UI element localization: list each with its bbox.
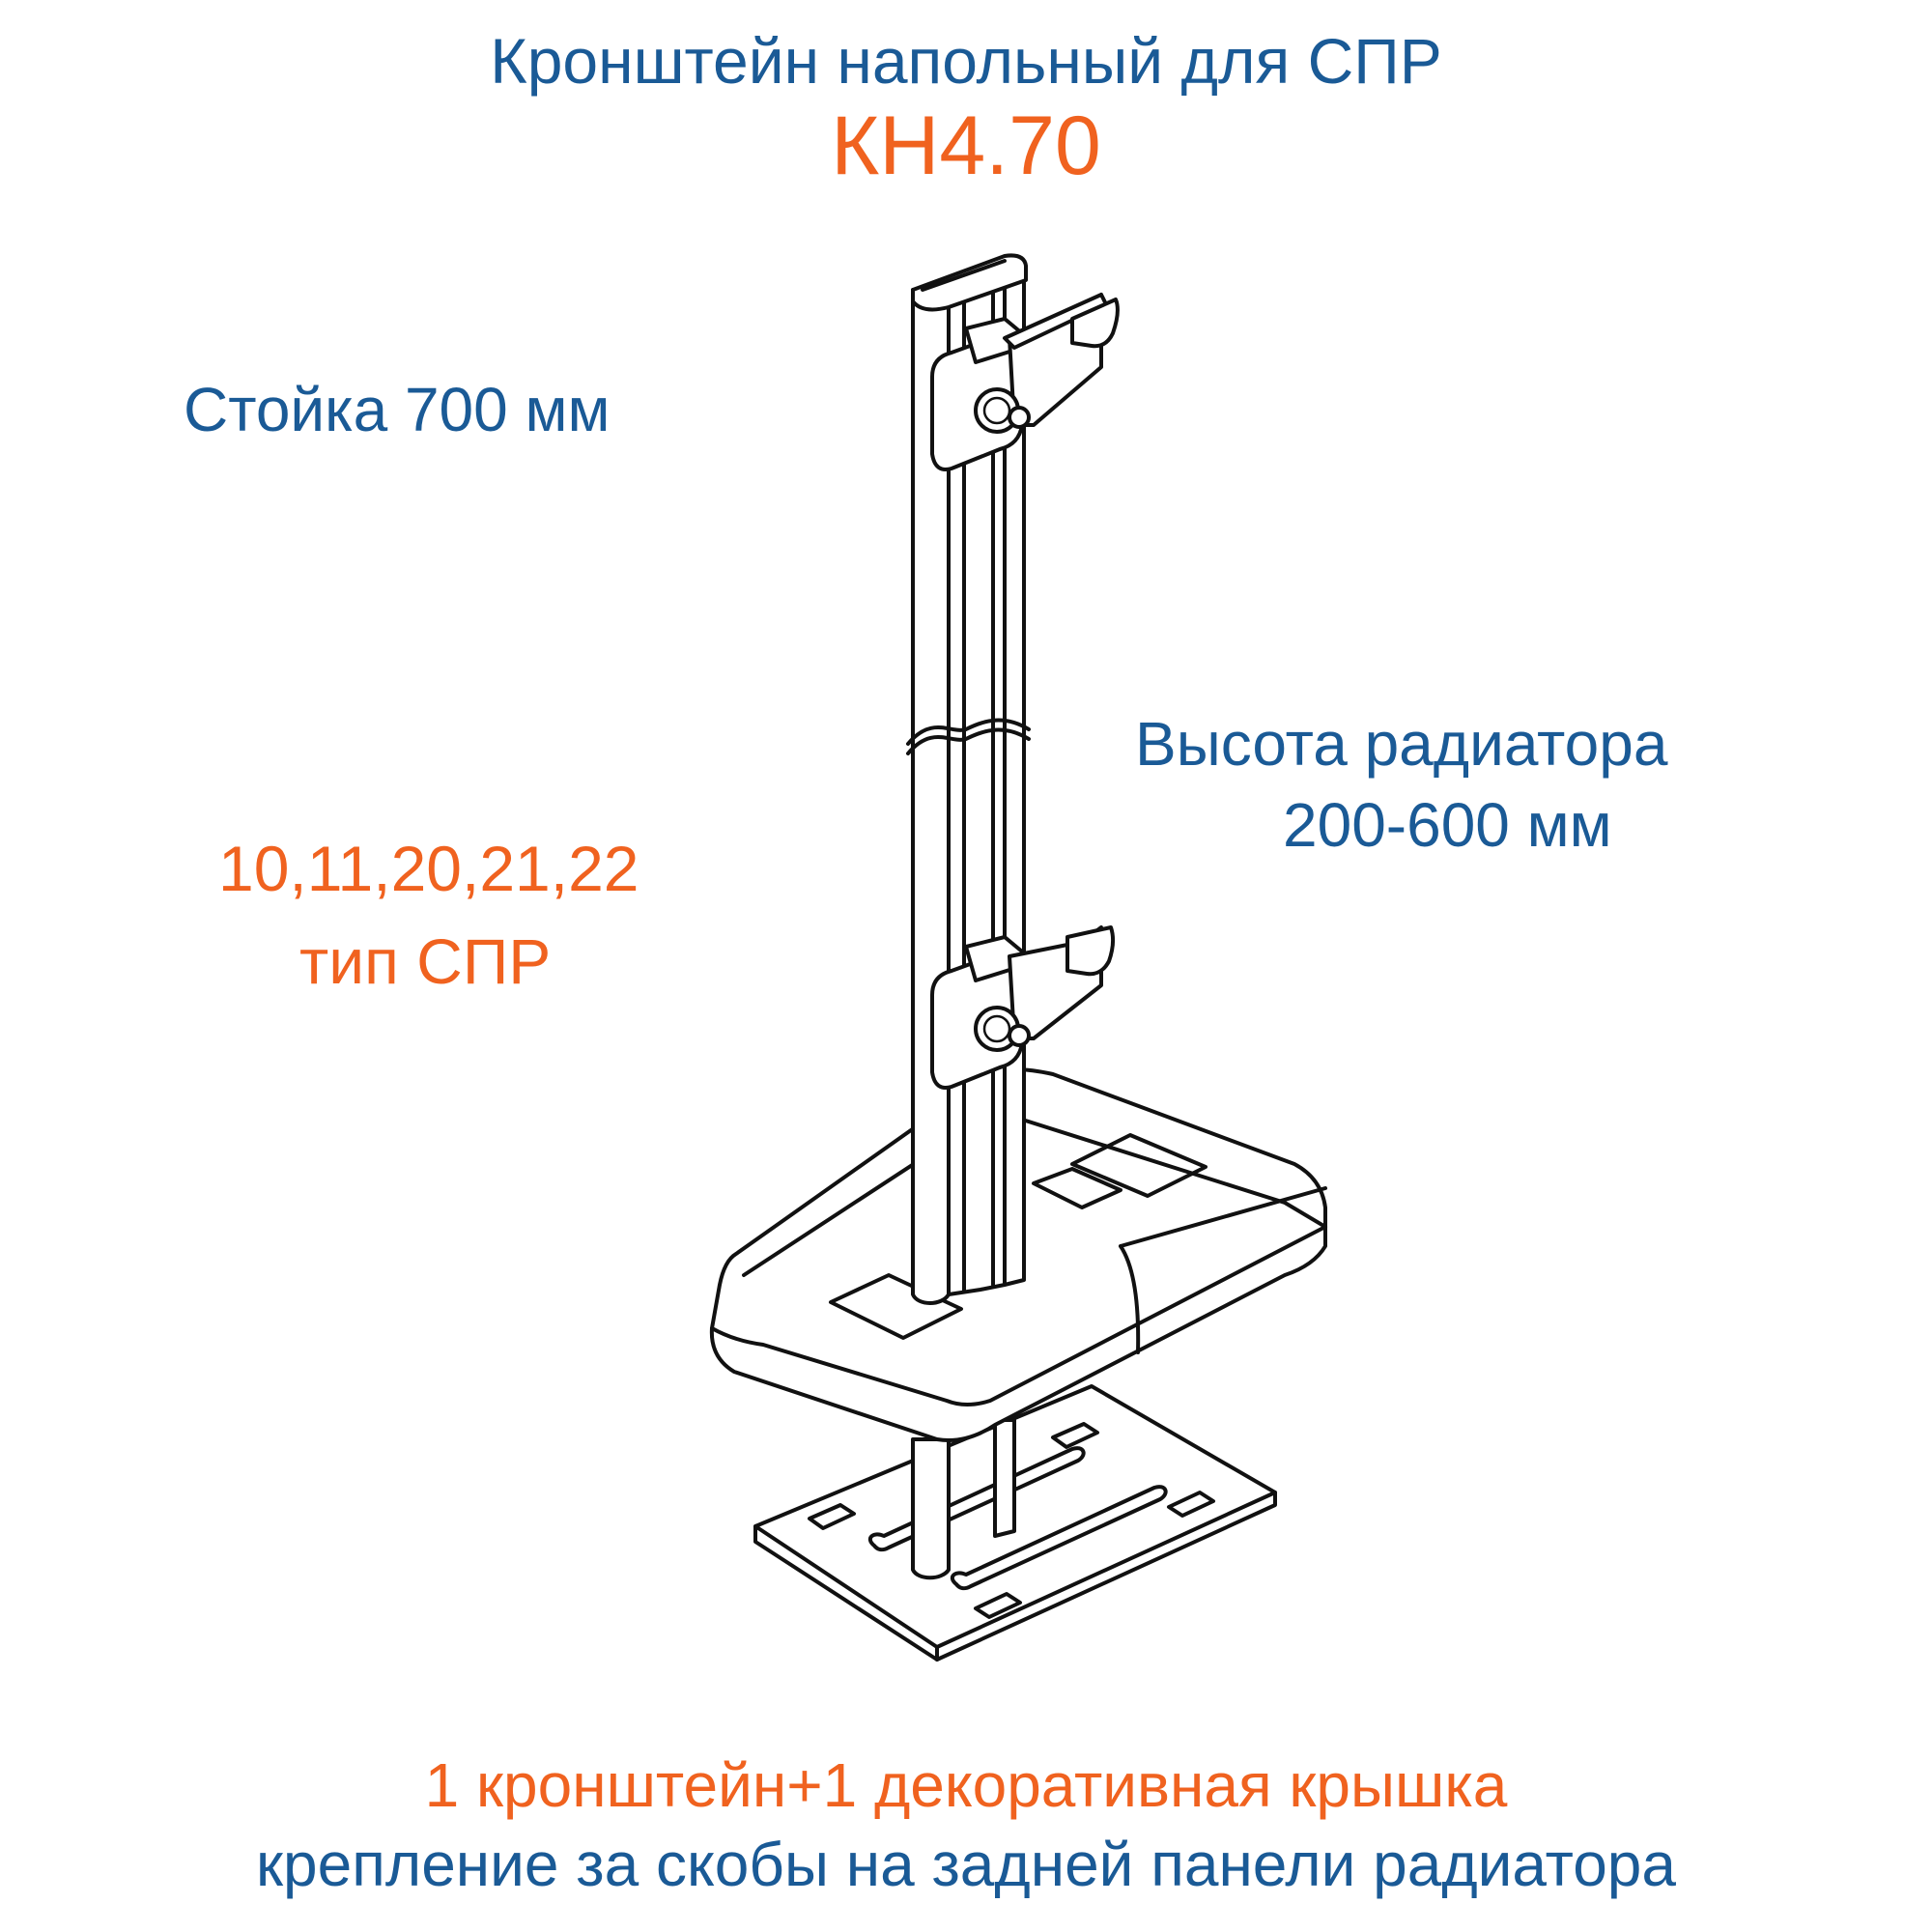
lower-bracket-clamp bbox=[930, 925, 1116, 1090]
kit-contents: 1 кронштейн+1 декоративная крышка bbox=[424, 1750, 1508, 1820]
model-code: КН4.70 bbox=[831, 99, 1101, 192]
radiator-types-label: тип СПР bbox=[299, 925, 552, 997]
upper-bracket-clamp bbox=[930, 293, 1120, 471]
lower-post bbox=[911, 1418, 1016, 1580]
post-length-label: Стойка 700 мм bbox=[184, 375, 611, 444]
radiator-types-values: 10,11,20,21,22 bbox=[218, 833, 639, 904]
mounting-note: крепление за скобы на задней панели ради… bbox=[256, 1830, 1676, 1899]
page-title: Кронштейн напольный для СПР bbox=[490, 25, 1442, 97]
radiator-height-label: Высота радиатора bbox=[1135, 709, 1668, 779]
radiator-height-value: 200-600 мм bbox=[1283, 790, 1612, 860]
